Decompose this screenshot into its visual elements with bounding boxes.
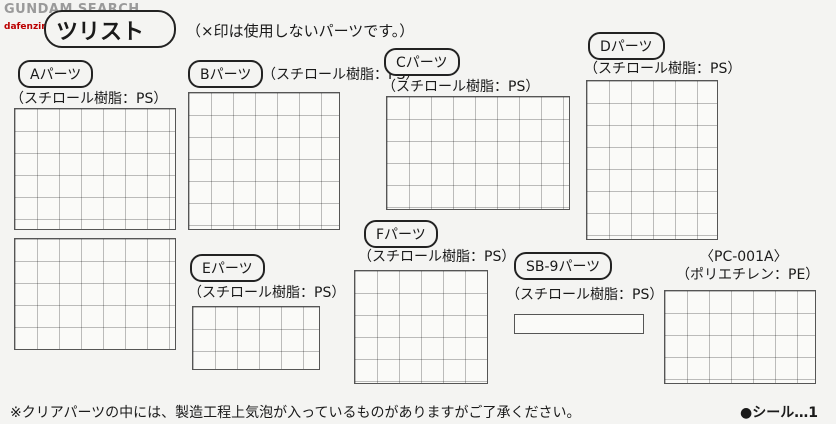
- sprue-pc: [664, 290, 816, 384]
- page-title: ツリスト: [56, 20, 145, 45]
- section-material-f: （スチロール樹脂：PS）: [358, 249, 516, 265]
- section-label-b: Bパーツ: [188, 60, 264, 88]
- sprue-e: [192, 306, 320, 370]
- sprue-f: [354, 270, 488, 384]
- section-material-e: （スチロール樹脂：PS）: [188, 285, 346, 301]
- seal-count: ●シール…1: [740, 405, 818, 421]
- sprue-a-top: [14, 108, 176, 230]
- section-label-pc: 〈PC-001A〉: [700, 249, 788, 265]
- sprue-a-bottom: [14, 238, 176, 350]
- section-label-f: Fパーツ: [364, 220, 438, 248]
- section-label-e: Eパーツ: [190, 254, 265, 282]
- section-material-a: （スチロール樹脂：PS）: [10, 91, 168, 107]
- section-material-d: （スチロール樹脂：PS）: [584, 61, 742, 77]
- header-note: （×印は使用しないパーツです。）: [186, 22, 415, 40]
- section-material-pc: （ポリエチレン：PE）: [676, 267, 820, 283]
- section-material-sb9: （スチロール樹脂：PS）: [506, 287, 664, 303]
- sprue-c: [386, 96, 570, 210]
- sprue-d: [586, 80, 718, 240]
- sprue-sb9: [514, 314, 644, 334]
- section-material-c: （スチロール樹脂：PS）: [382, 79, 540, 95]
- section-label-d: Dパーツ: [588, 32, 665, 60]
- section-label-a: Aパーツ: [18, 60, 94, 88]
- section-label-c: Cパーツ: [384, 48, 460, 76]
- watermark-sub: dafenzine.com: [4, 22, 79, 32]
- section-material-b: （スチロール樹脂：PS）: [262, 67, 420, 83]
- footer-note: ※クリアパーツの中には、製造工程上気泡が入っているものがありますがご了承ください…: [10, 405, 581, 421]
- sprue-b: [188, 92, 340, 230]
- section-label-sb9: SB-9パーツ: [514, 252, 613, 280]
- title-pill: [44, 10, 176, 48]
